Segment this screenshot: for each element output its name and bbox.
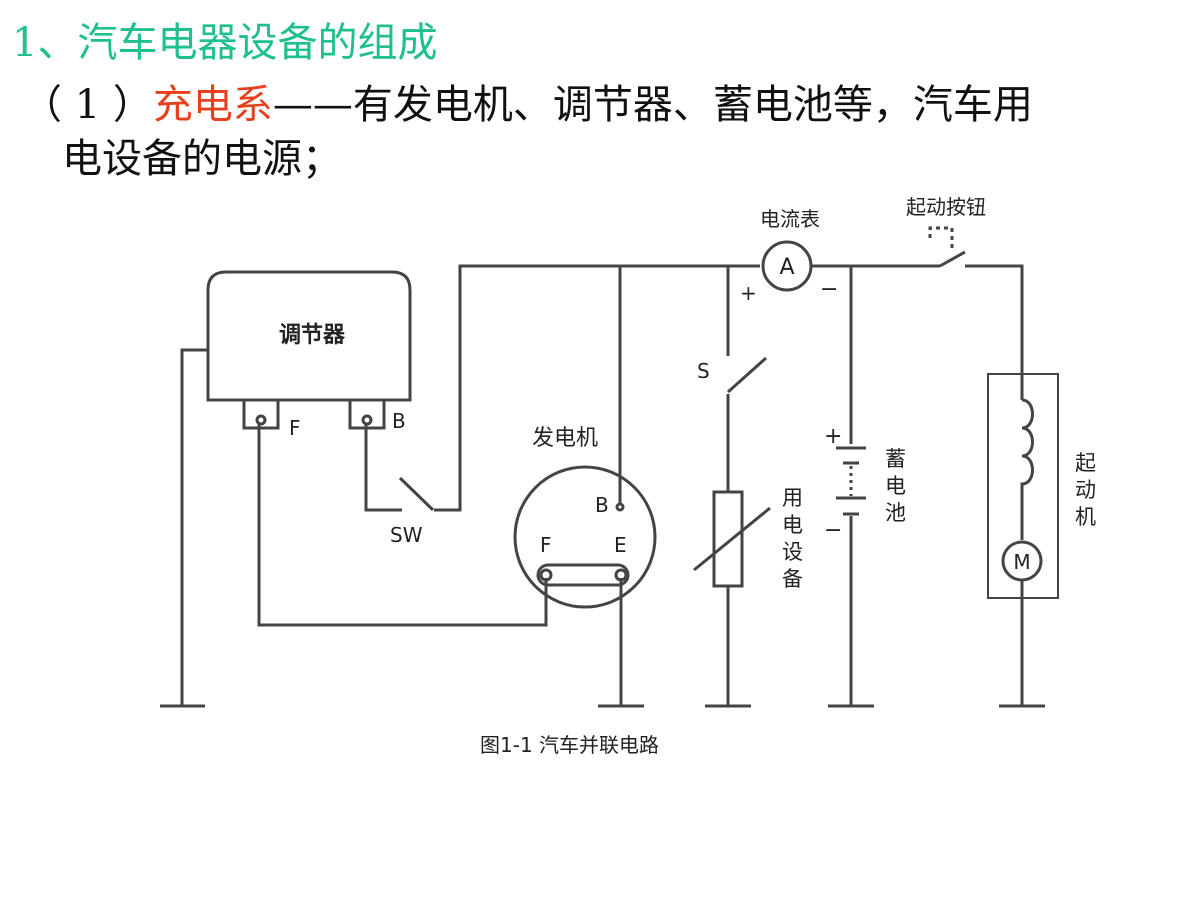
slide-heading: 1、汽车电器设备的组成	[12, 20, 438, 66]
diagram-labels: 调节器 F B SW 发电机 B F E 电流表 A + − 起动按钮 S 用 …	[279, 195, 1096, 757]
starter-label-2: 动	[1075, 478, 1096, 502]
regulator-label: 调节器	[279, 323, 346, 348]
regulator-box	[206, 270, 412, 402]
battery-label-2: 电	[885, 474, 906, 498]
load-variable-arrow	[693, 506, 771, 572]
start-button-label: 起动按钮	[906, 195, 986, 219]
paragraph-line-2: 电设备的电源；	[62, 136, 342, 182]
battery-label-3: 池	[885, 501, 906, 525]
battery-plus-label: +	[824, 424, 842, 449]
battery-label-1: 蓄	[885, 447, 906, 471]
starter-label-3: 机	[1075, 505, 1096, 529]
generator-circle	[513, 465, 657, 609]
load-label-2: 电	[782, 513, 803, 537]
load-label-4: 备	[782, 567, 803, 591]
ammeter-plus: +	[740, 281, 757, 305]
load-label-3: 设	[782, 540, 803, 564]
battery-minus-label: −	[824, 518, 842, 543]
starter-coil	[1020, 398, 1034, 540]
ammeter-minus: −	[820, 277, 838, 302]
ammeter-symbol: A	[779, 255, 794, 280]
sw-label: SW	[390, 523, 423, 547]
regulator-terminal-f	[242, 398, 280, 430]
switch-s-label: S	[697, 359, 710, 383]
regulator-f-label: F	[289, 416, 301, 440]
regulator-b-label: B	[392, 409, 406, 433]
start-button-switch	[939, 250, 966, 268]
load-resistor	[712, 490, 744, 588]
field-wire	[257, 424, 548, 627]
charging-system-term: 充电系	[152, 82, 273, 128]
motor-symbol: M	[1013, 550, 1030, 574]
starter-label-1: 起	[1075, 451, 1096, 475]
charging-system-paragraph: （ 1 ）充电系——有发电机、调节器、蓄电池等，汽车用 电设备的电源；	[22, 78, 1033, 186]
load-label-1: 用	[782, 486, 803, 510]
ammeter-title: 电流表	[760, 207, 820, 231]
regulator-ground-wire	[180, 348, 208, 705]
generator-label: 发电机	[532, 426, 598, 451]
paragraph-line-1: （ 1 ）充电系——有发电机、调节器、蓄电池等，汽车用	[22, 78, 1033, 132]
paragraph-prefix: （ 1 ）	[22, 82, 153, 128]
generator-f-label: F	[540, 533, 552, 557]
switch-s-blade	[726, 356, 768, 394]
generator-e-label: E	[614, 533, 627, 557]
sw-switch-blade	[398, 476, 435, 512]
paragraph-line1-rest: ——有发电机、调节器、蓄电池等，汽车用	[272, 82, 1033, 128]
generator-b-label: B	[595, 493, 609, 517]
sw-wire	[364, 424, 402, 512]
wires	[160, 226, 1059, 708]
figure-caption: 图1-1 汽车并联电路	[480, 733, 659, 757]
